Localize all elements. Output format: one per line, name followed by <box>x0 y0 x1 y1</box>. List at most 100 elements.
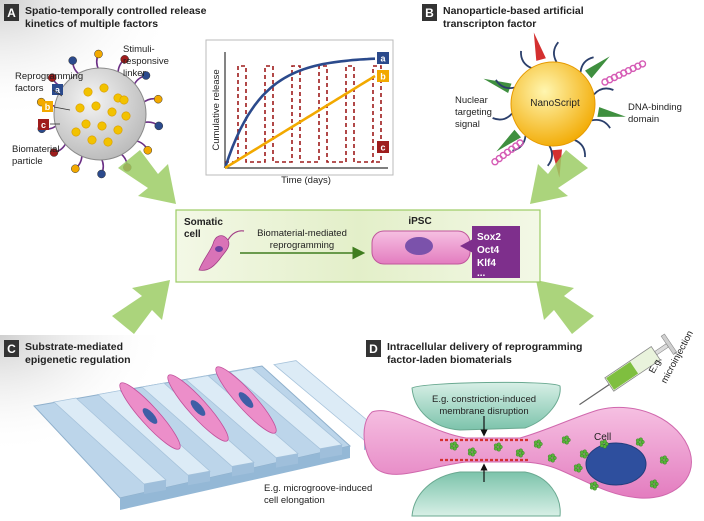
factor-dot <box>91 101 101 111</box>
peg-linker <box>546 145 553 167</box>
ligand-spike <box>533 32 546 61</box>
reprogramming-label-line1: Reprogramming <box>15 71 83 82</box>
peg-linker <box>492 112 513 121</box>
biomaterial-particle <box>53 67 147 161</box>
ridge-side <box>320 444 342 459</box>
panel-c-title-line1: Substrate-mediated <box>25 341 123 353</box>
factor-dot <box>87 135 97 145</box>
particle-cluster <box>493 442 503 452</box>
panel-c-letter-box <box>4 340 19 357</box>
chart-badge-b-label: b <box>380 72 386 82</box>
linker-factor-bead <box>97 169 106 179</box>
peg-linker <box>574 139 586 158</box>
chart-badge-c <box>377 141 389 153</box>
nuclear-label-line3: signal <box>455 119 480 130</box>
particle-cluster <box>599 439 609 449</box>
ligand-spike <box>496 129 521 152</box>
cell-label: Cell <box>594 432 611 443</box>
particle-cluster <box>579 449 589 459</box>
particle-dot <box>496 442 501 447</box>
arrow-from-b <box>530 150 588 204</box>
panel-b: B Nanoparticle-based artificial transcri… <box>422 4 682 178</box>
series-a-line <box>223 57 376 169</box>
particle-cluster <box>547 453 557 463</box>
panel-a-title-line2: kinetics of multiple factors <box>25 18 158 30</box>
chart-badge-a <box>377 52 389 64</box>
factor-dot <box>83 87 93 97</box>
center-band: Somatic cell Biomaterial-mediated reprog… <box>175 209 541 283</box>
stimuli-label-line1: Stimuli- <box>123 44 155 55</box>
nanoparticle-ligands <box>483 32 647 178</box>
series-c-line <box>225 65 382 163</box>
panel-b-title-line1: Nanoparticle-based artificial <box>443 5 584 17</box>
syringe <box>579 333 678 406</box>
factor-dot <box>97 121 107 131</box>
chart-badge-c-label: c <box>380 143 385 153</box>
peg-linker <box>495 79 515 89</box>
ligand-spike <box>597 107 626 117</box>
cell-nucleus <box>585 442 647 486</box>
linker-factor-bead <box>143 146 153 155</box>
dna-binding-coil <box>638 60 647 68</box>
ridge-side <box>144 480 166 494</box>
factor-dot <box>121 111 131 121</box>
particle-cluster <box>467 447 477 457</box>
nuclear-label-line1: Nuclear <box>455 95 488 106</box>
badge-c-label: c <box>41 120 46 130</box>
badge-a <box>52 84 63 95</box>
chart-badge-a-label: a <box>380 54 386 64</box>
arrow-from-d <box>536 280 594 334</box>
badge-a-leader <box>52 89 63 97</box>
ridge-side <box>232 462 254 477</box>
linker-factor-bead <box>71 164 80 173</box>
factor-dot <box>75 103 85 113</box>
particle-dot <box>550 453 555 458</box>
particle-cluster <box>573 463 583 473</box>
arrow-label-line2: reprogramming <box>270 240 334 251</box>
peg-linker <box>520 50 532 69</box>
chart-y-label: Cumulative release <box>211 69 222 150</box>
panel-a: A Spatio-temporally controlled release k… <box>4 4 394 186</box>
somatic-label-line2: cell <box>184 229 201 240</box>
chart-x-label: Time (days) <box>281 175 331 186</box>
dna-binding-coil <box>491 157 499 166</box>
particle-dot <box>652 479 657 484</box>
factor-dot <box>71 127 81 137</box>
particle-cluster <box>635 437 645 447</box>
ridge-side <box>188 471 210 486</box>
particle-dot <box>592 481 597 486</box>
panel-b-title-line2: transcripton factor <box>443 18 536 30</box>
badge-c <box>38 119 49 130</box>
particle-cluster <box>449 441 459 451</box>
syringe-fluid <box>606 361 639 390</box>
peg-linker <box>591 119 611 129</box>
particle-factor-dots <box>71 83 131 147</box>
badge-b-leader <box>53 106 71 111</box>
badge-b <box>42 101 53 112</box>
panel-d-letter-box <box>366 340 381 357</box>
stimuli-label-line2: responsive <box>123 56 169 67</box>
panel-a-letter: A <box>7 6 16 20</box>
somatic-label-line1: Somatic <box>184 217 223 228</box>
panel-d-letter: D <box>369 342 378 356</box>
linker-factor-bead <box>154 121 164 131</box>
ligand-spike <box>585 56 610 79</box>
particle-cluster <box>589 481 599 491</box>
factor-more: ... <box>477 268 486 279</box>
particle-dot <box>602 439 607 444</box>
arrow-from-a <box>118 150 176 204</box>
panel-c-letter: C <box>7 342 16 356</box>
panel-c-caption-line1: E.g. microgroove-induced <box>264 483 372 494</box>
constriction-top-post <box>411 381 561 431</box>
reprogramming-label-line2: factors <box>15 83 44 94</box>
particle-dot <box>564 435 569 440</box>
factor-dot <box>113 125 123 135</box>
linker-factor-bead <box>94 49 103 59</box>
peg-linker <box>593 87 614 96</box>
linker-factor-bead <box>153 94 163 104</box>
factor-dot <box>107 107 117 117</box>
ligand-spike <box>483 78 512 93</box>
peg-linker <box>553 41 560 63</box>
nanoscript-label: NanoScript <box>530 98 580 109</box>
chart-badge-b <box>377 70 389 82</box>
